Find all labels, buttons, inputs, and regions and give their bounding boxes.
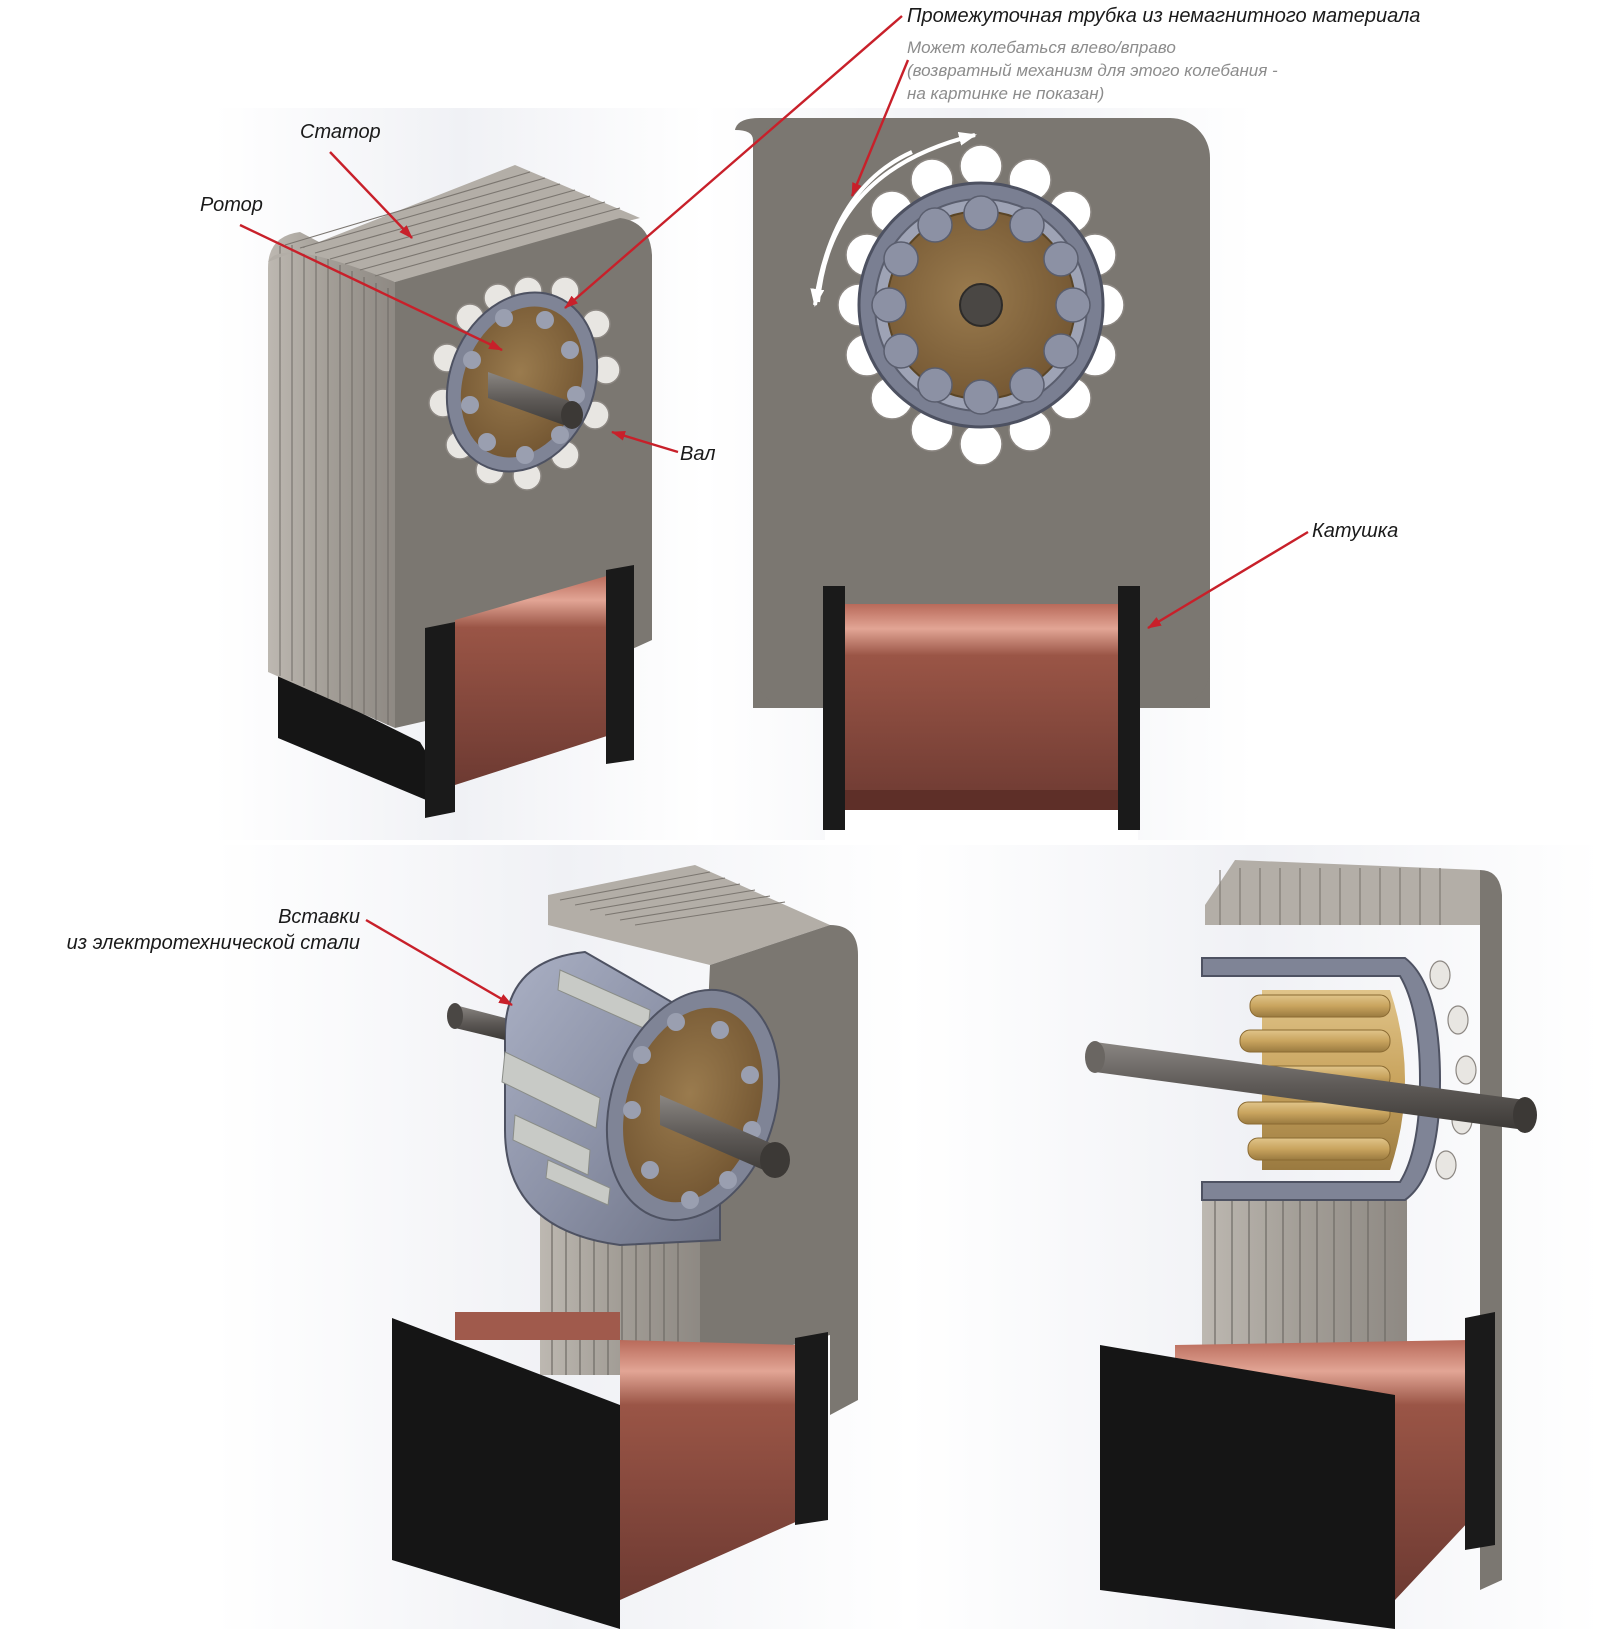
arrow-stator (329, 151, 413, 239)
bobbin-flange-big-cutaway (1100, 1345, 1395, 1629)
lamination-lower-cutaway-lines (1214, 1200, 1386, 1370)
stator-lamination-top (268, 165, 640, 282)
bobbin-flange-back (606, 565, 634, 764)
lamination-top-lines (284, 171, 621, 277)
lamination-top-cutaway-lines (1219, 868, 1441, 925)
shaft-front (959, 283, 1003, 327)
inserts-line-2: из электротехнической стали (66, 932, 360, 954)
coil-body (455, 575, 610, 785)
note-line-2: (возвратный механизм для этого колебания… (907, 61, 1278, 80)
note-line-3: на картинке не показан) (907, 84, 1105, 103)
lamination-top-cutaway (1205, 860, 1480, 925)
lamination-lines (279, 245, 389, 725)
view-iso-bottom-left (392, 865, 858, 1629)
view-front-top-right (735, 118, 1210, 840)
coil-top-lower-left (455, 1312, 620, 1340)
bobbin-flange-big-lower-left (392, 1318, 620, 1629)
annotation-arrows (239, 15, 1309, 1007)
arrow-inserts (365, 918, 513, 1007)
lamination-top-block-lines (559, 871, 786, 926)
shaft-small (488, 372, 572, 428)
note-line-1: Может колебаться влево/вправо (907, 38, 1176, 57)
label-shaft: Вал (680, 443, 716, 465)
shaft-back-lower-left (455, 1005, 505, 1040)
bobbin-flange-small-lower-left (795, 1332, 828, 1525)
shaft-cutaway (1095, 1042, 1525, 1130)
rotor-teeth-front (871, 195, 1091, 415)
rotor-teeth-lower-left (623, 1013, 761, 1209)
oscillation-arrow-left (810, 150, 913, 307)
bobbin-flange-left (823, 586, 845, 830)
steel-inserts (501, 969, 651, 1206)
bobbin-flange-small-cutaway (1465, 1312, 1495, 1550)
coil-lower-left (620, 1340, 800, 1600)
arrow-tube (564, 15, 903, 309)
bobbin-base-block (278, 672, 450, 810)
stator-lamination-side (268, 232, 395, 728)
view-cutaway-bottom-right (1085, 860, 1537, 1629)
bobbin-flange-front (425, 622, 455, 818)
label-stator: Статор (300, 121, 381, 143)
shaft-end-lower-left (760, 1142, 790, 1178)
inserts-line-1: Вставки (278, 906, 360, 928)
shaft-end-small (561, 401, 583, 429)
bobbin-flange-right (1118, 586, 1140, 830)
tube-cutaway (1201, 957, 1442, 1201)
label-rotor: Ротор (200, 194, 263, 216)
arrow-oscillation (850, 59, 910, 197)
label-coil: Катушка (1312, 520, 1399, 542)
label-tube: Промежуточная трубка из немагнитного мат… (907, 5, 1421, 27)
lamination-top-block (548, 865, 830, 965)
shaft-lower-left (660, 1095, 775, 1175)
arrow-shaft (611, 430, 679, 454)
coil-front (845, 604, 1120, 810)
view-iso-top-left (268, 165, 652, 818)
arrow-coil (1147, 530, 1309, 630)
rotor-teeth-small (461, 309, 585, 464)
arrow-rotor (239, 223, 503, 352)
coil-bottom-edge (845, 790, 1120, 810)
